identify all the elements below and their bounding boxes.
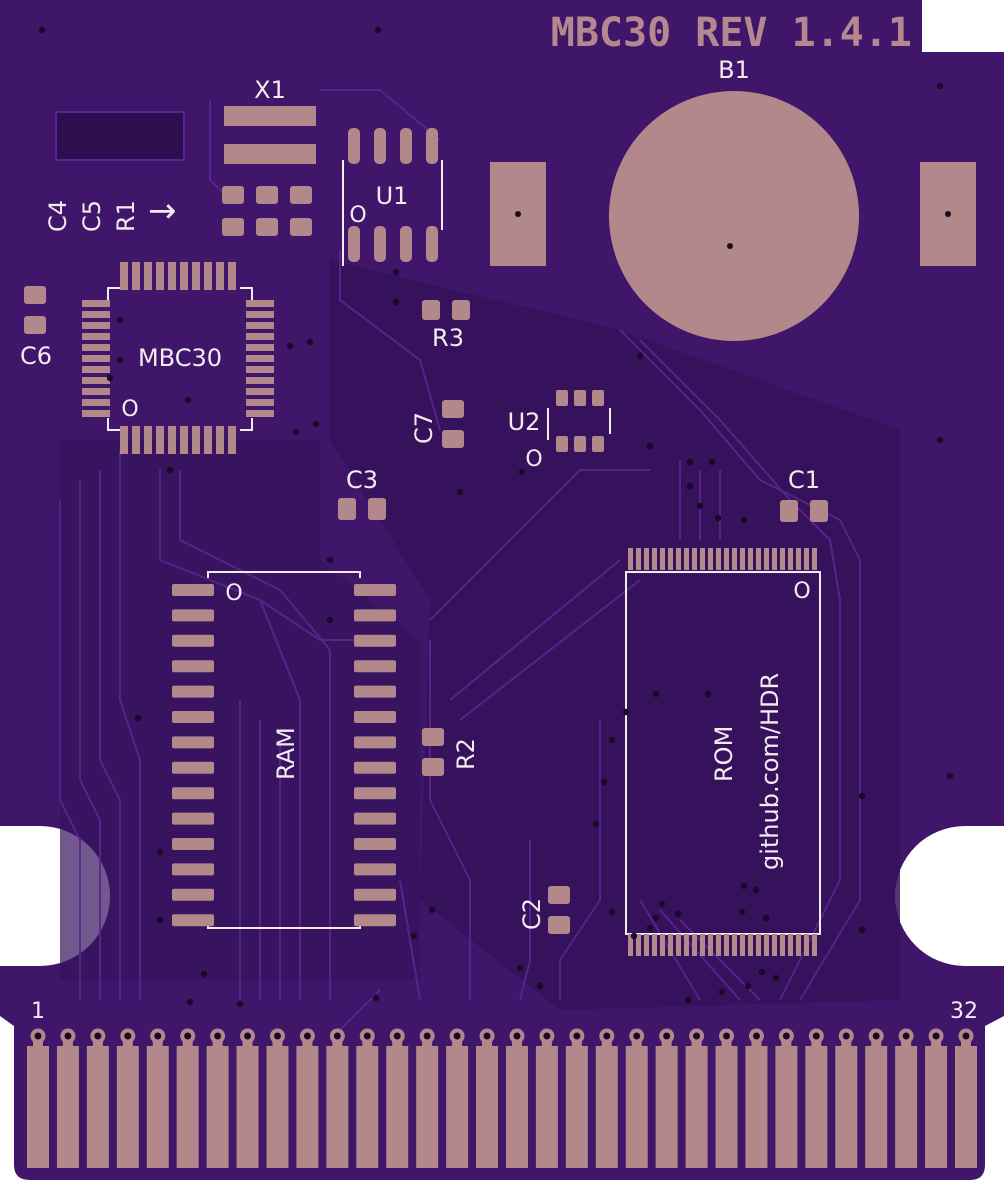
passives-c4-c5-r1: C4 C5 R1 →	[44, 186, 312, 236]
label-c5: C5	[78, 200, 106, 232]
resistor-r2: R2	[422, 728, 480, 776]
label-c7: C7	[410, 412, 438, 444]
crystal-x1: X1	[224, 76, 316, 164]
traces	[59, 89, 861, 1031]
capacitor-c2: C2	[518, 886, 570, 934]
edge-connector	[27, 1028, 977, 1168]
ram-pin1-marker: O	[225, 581, 242, 606]
label-u1: U1	[376, 182, 409, 210]
label-github-url: github.com/HDR	[756, 673, 784, 870]
chip-u1: U1 O	[342, 128, 443, 266]
label-rom: ROM	[710, 726, 738, 782]
label-pin-1: 1	[31, 999, 45, 1024]
label-c3: C3	[346, 466, 378, 494]
u1-pin1-marker: O	[349, 203, 366, 228]
capacitor-c1: C1	[780, 466, 828, 522]
u2-pin1-marker: O	[525, 447, 542, 472]
label-r1: R1	[112, 200, 140, 232]
capacitor-c6: C6	[20, 286, 52, 370]
battery-b1: B1	[490, 56, 976, 341]
board-title: MBC30 REV 1.4.1	[551, 10, 912, 56]
label-x1: X1	[254, 76, 286, 104]
label-c2: C2	[518, 898, 546, 930]
chip-ram: O RAM	[172, 571, 396, 929]
chip-rom: O ROM github.com/HDR	[625, 548, 821, 956]
chip-mbc30: MBC30 O	[82, 262, 274, 454]
vias	[38, 26, 954, 1008]
label-mbc30: MBC30	[138, 344, 222, 372]
label-b1: B1	[718, 56, 750, 84]
capacitor-c7: C7	[410, 400, 464, 448]
label-u2: U2	[508, 408, 541, 436]
label-ram: RAM	[272, 727, 300, 780]
resistor-r3: R3	[422, 300, 470, 352]
mbc30-pin1-marker: O	[121, 397, 138, 422]
capacitor-c3: C3	[338, 466, 386, 520]
label-r2: R2	[452, 738, 480, 770]
label-c4: C4	[44, 200, 72, 232]
chip-u2: U2 O	[508, 390, 611, 472]
label-pin-32: 32	[950, 999, 978, 1024]
rom-pin1-marker: O	[793, 579, 810, 604]
copper-pour-region	[330, 260, 900, 1010]
mounting-slot	[55, 111, 185, 161]
arrow-indicator: →	[148, 191, 177, 231]
label-c6: C6	[20, 342, 52, 370]
label-r3: R3	[432, 324, 464, 352]
label-c1: C1	[788, 466, 820, 494]
